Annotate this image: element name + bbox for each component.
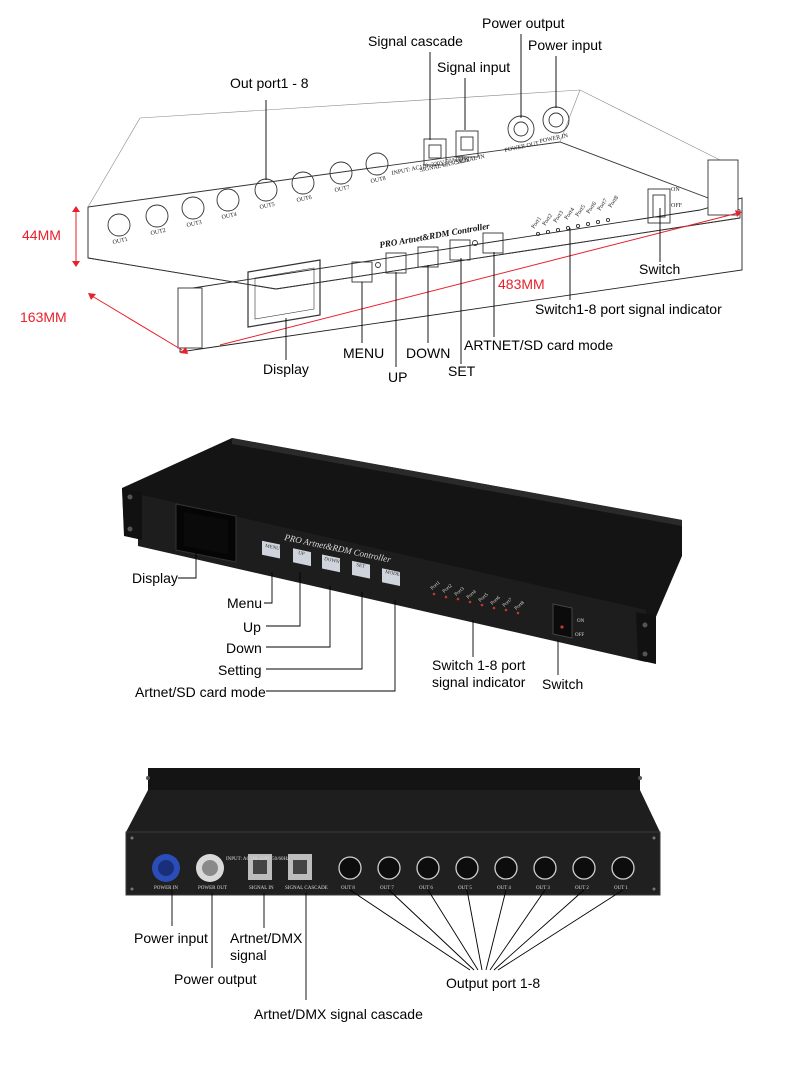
power-input-callout: Power input: [528, 37, 602, 53]
svg-text:OUT 6: OUT 6: [419, 886, 433, 891]
svg-text:OUT5: OUT5: [259, 202, 275, 211]
indicator-callout-front-line1: Switch 1-8 port: [432, 657, 525, 673]
cascade-callout-rear: Artnet/DMX signal cascade: [254, 1006, 423, 1022]
rear-photo-controller: [125, 768, 661, 896]
display-callout: Display: [263, 361, 309, 377]
indicator-callout: Switch1-8 port signal indicator: [535, 301, 722, 317]
rear-panel-texts: POWER IN POWER OUT INPUT: AC110~220V 50/…: [154, 857, 628, 891]
svg-text:OUT 3: OUT 3: [536, 886, 550, 891]
svg-text:OUT 1: OUT 1: [614, 886, 628, 891]
indicator-callout-front-line2: signal indicator: [432, 674, 526, 690]
svg-text:OUT3: OUT3: [186, 220, 202, 229]
xlr-ports-rear: [107, 152, 389, 237]
switch-off-text-lineart: OFF: [671, 203, 683, 209]
power-out-rear-text: POWER OUT: [504, 141, 540, 154]
power-output-callout-rear: Power output: [174, 971, 257, 987]
svg-text:Port8: Port8: [514, 600, 526, 611]
callout-labels-2: Display Menu Up Down Setting Artnet/SD c…: [132, 570, 583, 700]
leader-lines-1: [265, 34, 661, 367]
svg-text:Port1: Port1: [430, 580, 442, 591]
svg-text:OUT 7: OUT 7: [380, 886, 394, 891]
svg-text:OUT2: OUT2: [150, 228, 166, 237]
down-callout: DOWN: [406, 345, 450, 361]
svg-text:OUT 4: OUT 4: [497, 886, 511, 891]
output-ports-callout-rear: Output port 1-8: [446, 975, 540, 991]
callout-labels-1: Out port1 - 8 Signal cascade Signal inpu…: [230, 15, 722, 385]
power-out-rear-photo-text: POWER OUT: [198, 886, 227, 891]
front-button-labels: MENU UP DOWN SET MODE: [265, 544, 400, 578]
svg-text:Port5: Port5: [478, 592, 490, 603]
switch-on-text-lineart: ON: [671, 187, 680, 193]
switch-callout: Switch: [639, 261, 680, 277]
display-callout-front: Display: [132, 570, 178, 586]
svg-text:Port3: Port3: [454, 586, 466, 597]
artnet-signal-callout-rear-line1: Artnet/DMX: [230, 930, 303, 946]
artnet-signal-callout-rear-line2: signal: [230, 947, 267, 963]
svg-text:DOWN: DOWN: [324, 557, 341, 565]
signal-cascade-rear-photo-text: SIGNAL CASCADE: [285, 886, 328, 891]
power-output-callout: Power output: [482, 15, 565, 31]
signal-in-rear-photo-text: SIGNAL IN: [249, 886, 274, 891]
out-port-labels-lineart: OUT1 OUT2 OUT3 OUT4 OUT5 OUT6 OUT7 OUT8: [112, 176, 386, 246]
up-callout-front: Up: [243, 619, 261, 635]
artnet-sd-callout: ARTNET/SD card mode: [464, 337, 613, 353]
leader-lines-2: [178, 552, 559, 692]
svg-text:Port7: Port7: [502, 597, 514, 608]
front-leds: [432, 592, 520, 615]
menu-callout: MENU: [343, 345, 384, 361]
leader-lines-3: [171, 889, 624, 1000]
svg-text:OUT 5: OUT 5: [458, 886, 472, 891]
height-dimension: 44MM: [22, 227, 61, 243]
svg-text:OUT4: OUT4: [221, 212, 237, 221]
down-callout-front: Down: [226, 640, 262, 656]
switch-callout-front: Switch: [542, 676, 583, 692]
svg-text:MODE: MODE: [385, 570, 400, 578]
power-input-callout-rear: Power input: [134, 930, 208, 946]
menu-callout-front: Menu: [227, 595, 262, 611]
svg-text:OUT8: OUT8: [370, 176, 386, 185]
front-buttons: [262, 540, 400, 587]
signal-input-callout: Signal input: [437, 59, 510, 75]
svg-text:Port8: Port8: [608, 195, 620, 209]
power-in-rear-photo-text: POWER IN: [154, 886, 178, 891]
artnet-sd-callout-front: Artnet/SD card mode: [135, 684, 266, 700]
svg-text:OUT7: OUT7: [334, 185, 350, 194]
svg-text:Port2: Port2: [442, 583, 454, 594]
port-indicator-labels-lineart: Port1 Port2 Port3 Port4 Port5 Port6 Port…: [531, 195, 620, 230]
setting-callout-front: Setting: [218, 662, 262, 678]
up-callout: UP: [388, 369, 407, 385]
svg-text:Port4: Port4: [466, 589, 478, 600]
ac-input-rating-rear-photo: INPUT: AC110~220V 50/60Hz: [226, 857, 290, 862]
svg-text:OUT 2: OUT 2: [575, 886, 589, 891]
signal-cascade-callout: Signal cascade: [368, 33, 463, 49]
svg-text:UP: UP: [298, 551, 306, 557]
width-dimension: 483MM: [498, 276, 545, 292]
callout-labels-3: Power input Power output Artnet/DMX sign…: [134, 930, 540, 1022]
dimension-lines: [72, 206, 742, 354]
front-photo-controller: [122, 438, 682, 664]
svg-text:SET: SET: [356, 563, 366, 570]
set-callout: SET: [448, 363, 476, 379]
svg-text:MENU: MENU: [265, 544, 281, 552]
front-indicator-labels: Port1 Port2 Port3 Port4 Port5 Port6 Port…: [430, 580, 526, 611]
switch-on-text-front: ON: [577, 619, 585, 624]
switch-off-text-front: OFF: [575, 633, 584, 638]
svg-text:OUT 8: OUT 8: [341, 886, 355, 891]
svg-text:OUT1: OUT1: [112, 237, 128, 246]
depth-dimension: 163MM: [20, 309, 67, 325]
svg-text:OUT6: OUT6: [296, 195, 312, 204]
out-ports-callout: Out port1 - 8: [230, 75, 309, 91]
xlr-ports-rear-photo: [338, 856, 635, 880]
svg-text:Port6: Port6: [490, 595, 502, 606]
